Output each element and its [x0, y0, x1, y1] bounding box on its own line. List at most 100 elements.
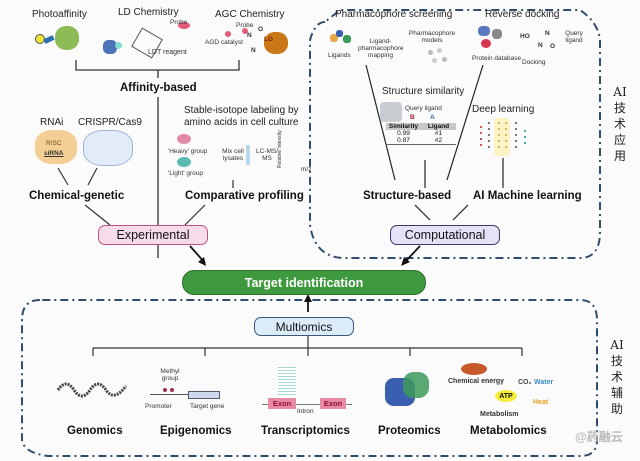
multiomics-node: Multiomics: [254, 317, 354, 336]
target-gene-label: Target gene: [190, 403, 225, 410]
food-icon: [461, 363, 487, 375]
ligand-a-label: A: [430, 114, 435, 121]
target-identification-node: Target identification: [182, 270, 426, 295]
rd-n2: N: [538, 42, 543, 49]
agc-chemistry-icon: [222, 28, 292, 58]
tube-icon: [246, 145, 250, 165]
methylation-icon: [150, 388, 222, 402]
table-header: Ligand: [427, 123, 450, 130]
sirna-label: siRNA: [44, 150, 64, 157]
heat-label: Heat: [533, 399, 549, 406]
rd-n1: N: [545, 30, 550, 37]
omics-metabolomics: Metabolomics: [470, 425, 547, 437]
neural-network-icon: [478, 118, 530, 156]
pharmacophore-screening-label: Pharmacophore screening: [335, 9, 453, 20]
ai-machine-learning-label: AI Machine learning: [473, 190, 582, 202]
water-label: Water: [534, 379, 554, 386]
side-char: 用: [613, 149, 626, 163]
relative-intensity-label: Relative intensity: [277, 130, 283, 168]
risc-label: RISC: [46, 140, 62, 147]
light-cell-icon: [177, 157, 191, 167]
affinity-based-label: Affinity-based: [120, 82, 197, 94]
table-cell: #2: [434, 137, 443, 144]
reverse-docking-label: Reverse docking: [485, 9, 560, 20]
method-photoaffinity: Photoaffinity: [32, 9, 87, 20]
method-rnai: RNAi: [40, 117, 64, 128]
agc-probe-label: Probe: [236, 22, 254, 29]
crispr-icon: [83, 130, 133, 166]
table-cell: 0.87: [397, 137, 410, 144]
structure-based-label: Structure-based: [363, 190, 452, 202]
heavy-group-label: 'Heavy' group: [168, 148, 208, 155]
transcript-lines-icon: [278, 365, 296, 395]
method-crispr: CRISPR/Cas9: [78, 117, 142, 128]
experimental-node: Experimental: [98, 225, 208, 245]
light-group-label: 'Light' group: [168, 170, 204, 177]
side-char: 助: [610, 402, 623, 416]
chemical-genetic-label: Chemical-genetic: [29, 190, 125, 202]
table-cell: #1: [434, 130, 443, 137]
silac-heading-2: amino acids in cell culture: [184, 117, 299, 128]
agc-n2: N: [251, 47, 256, 54]
database-icon: [380, 102, 402, 122]
gene-line: [262, 404, 352, 405]
mz-label: m/z: [301, 166, 312, 173]
exon-2: Exon: [320, 398, 346, 409]
ai-assist-side-label: AI 技 术 辅 助: [610, 337, 624, 417]
agc-n1: N: [247, 32, 252, 39]
ai-application-region: [309, 9, 601, 259]
dna-icon: [56, 378, 128, 400]
omics-epigenomics: Epigenomics: [160, 425, 232, 437]
ss-query-ligand: Query ligand: [405, 105, 442, 112]
table-cell: 0.99: [397, 130, 410, 137]
pharmacophore-models-icon: [428, 48, 450, 64]
deep-learning-label: Deep learning: [472, 104, 535, 115]
computational-node: Computational: [390, 225, 500, 245]
table-row: 0.99 #1: [386, 130, 456, 137]
method-agc-chemistry: AGC Chemistry: [215, 9, 285, 20]
side-char: 应: [613, 133, 626, 147]
docking-label: Docking: [522, 59, 546, 66]
side-char: 辅: [610, 386, 623, 400]
multiomics-tree: [92, 336, 523, 356]
atp-badge: ATP: [495, 390, 517, 402]
metabolism-label: Metabolism: [480, 411, 519, 418]
lg-label: LG: [264, 36, 274, 43]
methyl-group-label: Methyl group: [160, 368, 180, 383]
ai-assist-region: [21, 299, 598, 457]
agd-catalyst-label: AGD catalyst: [205, 39, 243, 46]
ai-application-side-label: AI 技 术 应 用: [613, 84, 627, 164]
table-row: 0.87 #2: [386, 137, 456, 145]
heavy-cell-icon: [177, 134, 191, 144]
protein-database-icon: [478, 26, 506, 50]
side-char: 技: [613, 101, 626, 115]
ld-probe-label: Probe: [170, 19, 188, 26]
side-char: 术: [610, 370, 623, 384]
comparative-profiling-label: Comparative profiling: [185, 190, 304, 202]
table-header: Similarity: [388, 123, 419, 130]
promoter-label: Promoter: [145, 403, 172, 410]
watermark: @药融云: [575, 430, 623, 444]
query-ligand-label: Query ligand: [565, 30, 583, 45]
omics-proteomics: Proteomics: [378, 425, 441, 437]
intron-label: Intron: [297, 408, 314, 415]
ldt-reagent-label: LDT reagent: [148, 49, 187, 56]
side-char: 技: [610, 354, 623, 368]
ligands-label: Ligands: [328, 52, 351, 59]
side-char: AI: [613, 85, 627, 99]
lcms-label: LC-MS/ MS: [255, 148, 279, 163]
similarity-table: Similarity Ligand 0.99 #1 0.87 #2: [386, 123, 456, 145]
ho-label: HO: [520, 33, 530, 40]
protein-database-label: Protein database: [472, 55, 522, 62]
side-char: AI: [610, 338, 624, 352]
omics-transcriptomics: Transcriptomics: [261, 425, 350, 437]
agc-o: O: [258, 26, 264, 33]
mix-lysates-label: Mix cell lysates: [222, 148, 244, 163]
photoaffinity-icon: [35, 26, 80, 50]
ligand-b-label: B: [410, 114, 415, 121]
ligands-icon: [330, 30, 352, 44]
silac-heading-1: Stable-isotope labeling by: [184, 105, 299, 116]
affinity-bracket: [75, 60, 240, 78]
pharmacophore-models-label: Pharmacophore models: [408, 30, 456, 45]
ld-chemistry-icon: [103, 22, 193, 59]
